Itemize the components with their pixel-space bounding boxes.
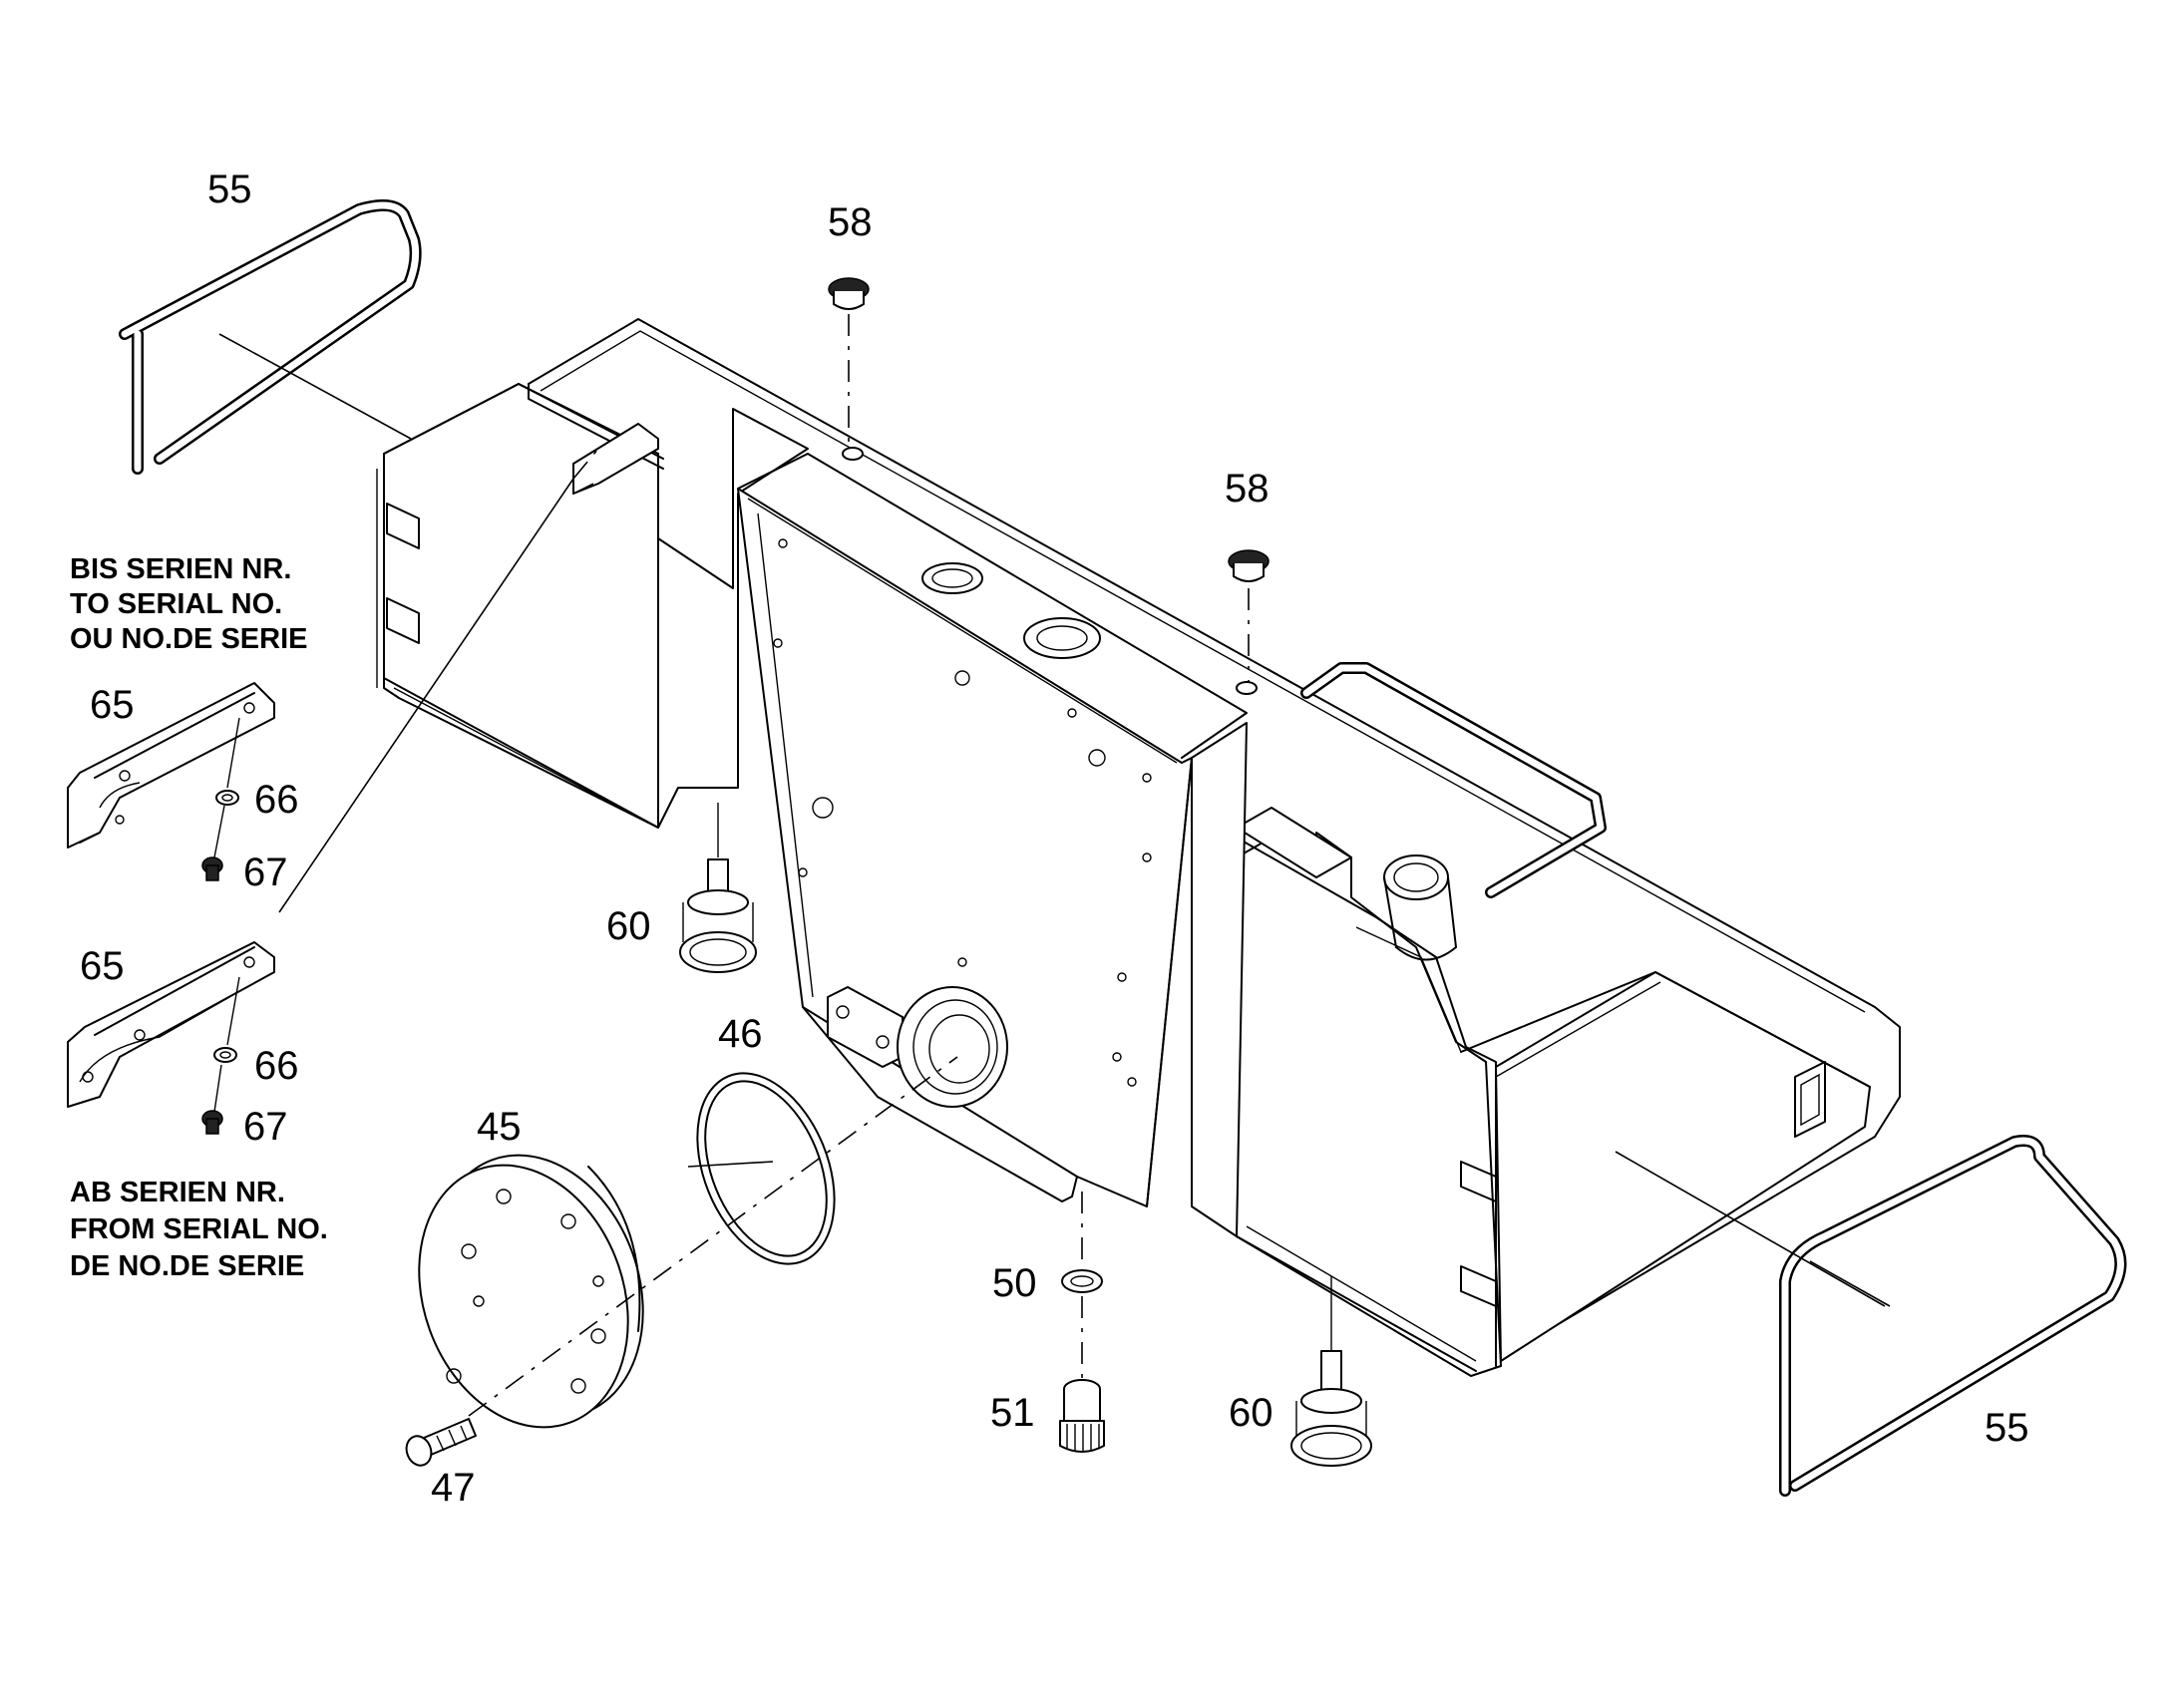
label-65-upper: 65	[90, 683, 135, 727]
note-from-line-2: FROM SERIAL NO.	[70, 1213, 328, 1245]
plug-58-left	[828, 277, 870, 449]
label-47: 47	[431, 1466, 476, 1510]
note-from-line-3: DE NO.DE SERIE	[70, 1250, 304, 1282]
bracket-65-lower	[67, 941, 275, 1108]
label-60-right: 60	[1229, 1391, 1273, 1435]
label-60-left: 60	[606, 904, 651, 948]
o-ring-46	[696, 1072, 836, 1265]
washer-66-lower	[213, 976, 240, 1063]
label-50: 50	[992, 1261, 1037, 1305]
screw-67-lower	[201, 1064, 223, 1135]
label-65-lower: 65	[80, 944, 125, 988]
handle-55-top	[119, 199, 422, 475]
label-66-lower: 66	[254, 1044, 299, 1088]
bolt-47	[405, 1418, 477, 1467]
label-55-bottom: 55	[1985, 1406, 2029, 1450]
drain-60-left	[679, 803, 757, 973]
washer-66-upper	[215, 717, 240, 806]
label-67-lower: 67	[243, 1105, 288, 1149]
assembly-axis-line	[468, 1056, 958, 1417]
label-51: 51	[990, 1391, 1035, 1435]
label-66-upper: 66	[254, 778, 299, 822]
note-until-line-3: OU NO.DE SERIE	[70, 623, 308, 655]
plug-58-right	[1228, 549, 1270, 683]
tank-body	[376, 318, 1901, 1377]
serial-note-until: BIS SERIEN NR. TO SERIAL NO. OU NO.DE SE…	[70, 553, 308, 655]
serial-note-from: AB SERIEN NR. FROM SERIAL NO. DE NO.DE S…	[70, 1177, 328, 1282]
bracket-65-upper	[67, 682, 275, 849]
plug-51	[1059, 1379, 1105, 1453]
handle-55-bottom	[1615, 1135, 2127, 1497]
label-67-upper: 67	[243, 851, 288, 894]
note-until-line-2: TO SERIAL NO.	[70, 588, 282, 620]
note-until-line-1: BIS SERIEN NR.	[70, 553, 291, 585]
cover-45	[418, 1154, 644, 1429]
screw-67-upper	[201, 805, 225, 881]
label-55-top: 55	[207, 168, 252, 211]
drain-60-right	[1290, 1276, 1372, 1467]
note-from-line-1: AB SERIEN NR.	[70, 1177, 285, 1208]
label-46: 46	[718, 1012, 763, 1056]
label-58-right: 58	[1225, 467, 1270, 511]
label-58-left: 58	[828, 200, 873, 244]
part-labels: 55 58 58 65 66 67 60 65 46 66 67 45 50 5…	[80, 168, 2029, 1510]
label-45: 45	[477, 1105, 522, 1149]
washer-50	[1061, 1192, 1103, 1381]
